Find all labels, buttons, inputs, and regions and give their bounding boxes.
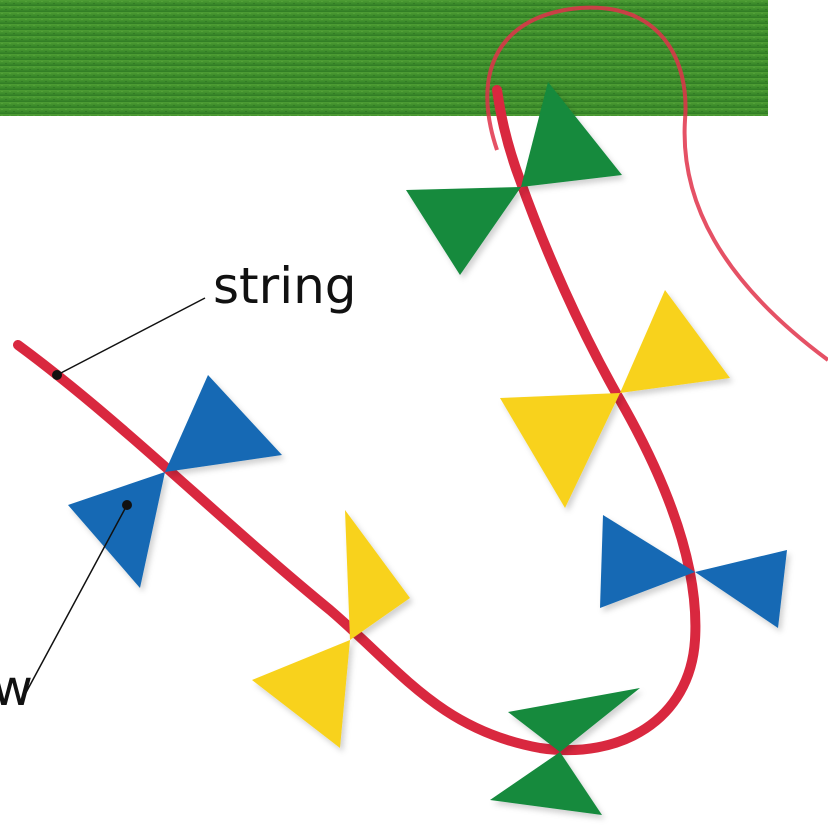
bow-yellow-right (500, 290, 730, 508)
bow-label-dot (122, 500, 132, 510)
string-label-dot (52, 370, 62, 380)
bow-label-line (22, 505, 127, 700)
grass-background (0, 0, 768, 116)
string-label-line (57, 298, 205, 375)
bow-label-partial: w (0, 659, 33, 717)
bow-yellow-bottom (252, 510, 410, 748)
string-label: string (213, 257, 357, 315)
